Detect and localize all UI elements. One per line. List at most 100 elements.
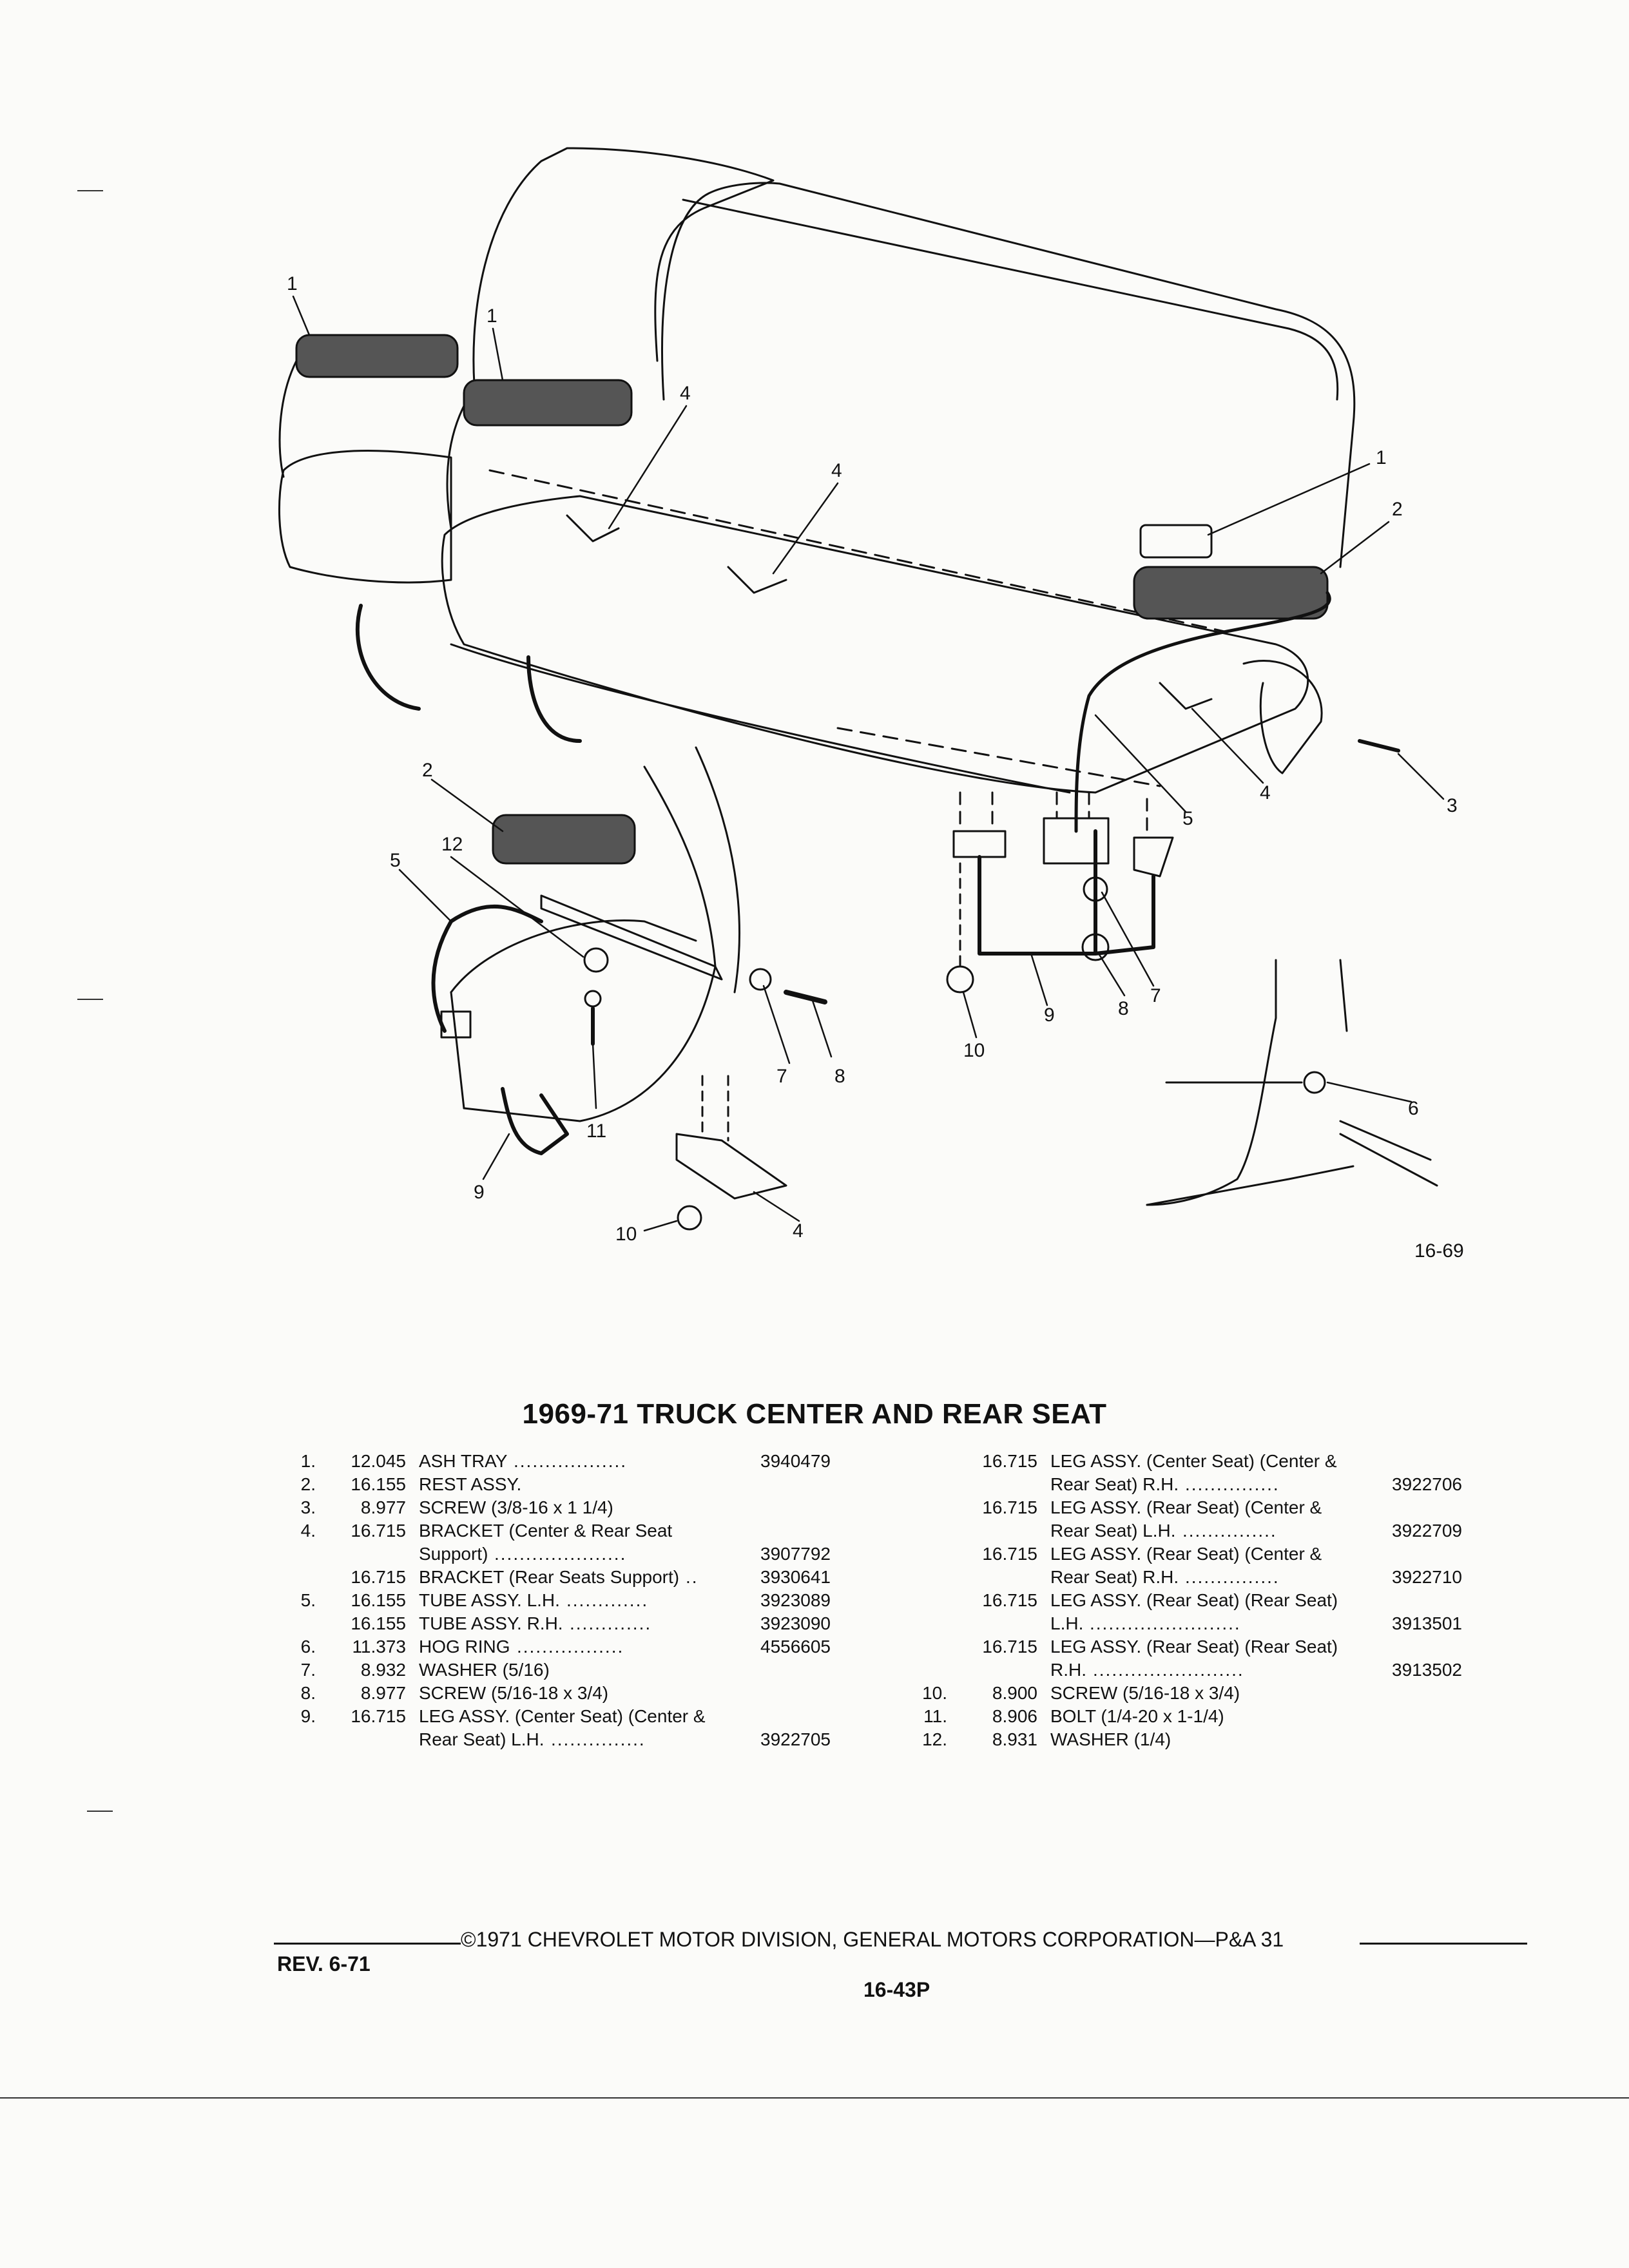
part-description: TUBE ASSY. R.H. bbox=[419, 1613, 563, 1633]
part-number: 4556605 bbox=[760, 1637, 831, 1657]
page-number: 16-43P bbox=[863, 1978, 930, 2001]
rear-seat-cushion bbox=[441, 495, 1309, 794]
parts-list-row: 16.715 LEG ASSY. (Rear Seat) (Rear Seat) bbox=[921, 1635, 1489, 1658]
part-item-number: 7. bbox=[300, 1660, 316, 1680]
leader-dots: .. bbox=[686, 1567, 699, 1587]
part-group-code: 8.932 bbox=[360, 1660, 406, 1680]
part-item-number: 4. bbox=[300, 1521, 316, 1541]
part-description: Rear Seat) L.H. bbox=[419, 1729, 545, 1749]
callout-12: 12 bbox=[441, 834, 463, 855]
part-group-code: 12.045 bbox=[351, 1451, 406, 1471]
callout-10a: 10 bbox=[963, 1040, 985, 1061]
part-description: LEG ASSY. (Rear Seat) (Rear Seat) bbox=[1050, 1637, 1338, 1657]
parts-list-row: 16.715 LEG ASSY. (Center Seat) (Center & bbox=[921, 1450, 1489, 1473]
exploded-seat-diagram: 1 1 1 2 2 3 4 4 4 4 5 5 6 7 7 8 8 9 9 10… bbox=[278, 147, 1458, 1245]
ash-tray-right bbox=[1139, 524, 1213, 559]
part-description: Support) bbox=[419, 1544, 488, 1564]
rear-seat-back bbox=[661, 182, 1356, 568]
parts-list-row: 7. 8.932 WASHER (5/16) bbox=[290, 1658, 857, 1682]
part-group-code: 16.715 bbox=[982, 1451, 1037, 1471]
part-number: 3922710 bbox=[1392, 1567, 1463, 1587]
part-number: 3922709 bbox=[1392, 1521, 1463, 1541]
bottom-scan-edge bbox=[0, 2097, 1629, 2099]
part-item-number: 3. bbox=[300, 1497, 316, 1517]
callout-9b: 9 bbox=[474, 1182, 485, 1203]
part-description: WASHER (5/16) bbox=[419, 1660, 550, 1680]
copyright-line: ©1971 CHEVROLET MOTOR DIVISION, GENERAL … bbox=[461, 1928, 1284, 1951]
revision-label: REV. 6-71 bbox=[277, 1952, 371, 1975]
callout-2a: 2 bbox=[1392, 499, 1403, 520]
callout-5a: 5 bbox=[1182, 808, 1193, 829]
leader-dots: ..................... bbox=[494, 1544, 627, 1564]
armrest-lower-left bbox=[492, 814, 636, 865]
part-description: BOLT (1/4-20 x 1-1/4) bbox=[1050, 1706, 1224, 1726]
part-description: HOG RING bbox=[419, 1637, 510, 1657]
margin-mark bbox=[77, 190, 103, 191]
footer-rule-right bbox=[1360, 1943, 1527, 1945]
part-number: 3923089 bbox=[760, 1590, 831, 1610]
part-description: BRACKET (Rear Seats Support) bbox=[419, 1567, 680, 1587]
parts-list-row: Support)..................... 3907792 bbox=[290, 1542, 857, 1566]
part-description: Rear Seat) R.H. bbox=[1050, 1567, 1179, 1587]
part-item-number: 6. bbox=[300, 1637, 316, 1657]
parts-list-right: 16.715 LEG ASSY. (Center Seat) (Center & R… bbox=[921, 1450, 1489, 1759]
leader-dots: ................. bbox=[517, 1637, 624, 1657]
part-description: R.H. bbox=[1050, 1660, 1086, 1680]
leader-dots: ............. bbox=[570, 1613, 652, 1633]
parts-list-row: Rear Seat) R.H................ 3922710 bbox=[921, 1566, 1489, 1589]
part-description: LEG ASSY. (Rear Seat) (Center & bbox=[1050, 1544, 1322, 1564]
leader-dots: ............... bbox=[1185, 1567, 1280, 1587]
part-group-code: 11.373 bbox=[352, 1637, 406, 1657]
part-description: REST ASSY. bbox=[419, 1474, 522, 1494]
part-group-code: 16.155 bbox=[351, 1590, 406, 1610]
part-description: LEG ASSY. (Center Seat) (Center & bbox=[419, 1706, 706, 1726]
leader-dots: ........................ bbox=[1093, 1660, 1244, 1680]
part-number: 3913501 bbox=[1392, 1613, 1463, 1633]
leader-dots: ........................ bbox=[1090, 1613, 1241, 1633]
leader-dots: ............. bbox=[566, 1590, 649, 1610]
parts-list-row: 6. 11.373 HOG RING................. 4556605 bbox=[290, 1635, 857, 1658]
part-group-code: 8.900 bbox=[992, 1683, 1037, 1703]
part-group-code: 16.715 bbox=[982, 1497, 1037, 1517]
callout-5b: 5 bbox=[390, 850, 401, 871]
leader-dots: ............... bbox=[1182, 1521, 1277, 1541]
part-number: 3913502 bbox=[1392, 1660, 1463, 1680]
part-number: 3940479 bbox=[760, 1451, 831, 1471]
part-number: 3907792 bbox=[760, 1544, 831, 1564]
part-group-code: 16.715 bbox=[351, 1706, 406, 1726]
parts-list-row: R.H......................... 3913502 bbox=[921, 1658, 1489, 1682]
callout-8b: 8 bbox=[834, 1066, 845, 1087]
part-group-code: 8.906 bbox=[992, 1706, 1037, 1726]
leader-dots: ............... bbox=[1185, 1474, 1280, 1494]
callout-4a: 4 bbox=[680, 383, 691, 404]
parts-list-row: Rear Seat) L.H................ 3922709 bbox=[921, 1519, 1489, 1542]
parts-list-row: Rear Seat) L.H................3922705 bbox=[290, 1728, 857, 1751]
part-description: LEG ASSY. (Center Seat) (Center & bbox=[1050, 1451, 1337, 1471]
callout-8a: 8 bbox=[1118, 998, 1129, 1019]
callout-4d: 4 bbox=[793, 1220, 804, 1242]
armrest-right bbox=[1133, 566, 1329, 620]
part-group-code: 8.977 bbox=[360, 1497, 406, 1517]
part-description: Rear Seat) L.H. bbox=[1050, 1521, 1176, 1541]
part-item-number: 8. bbox=[300, 1683, 316, 1703]
margin-mark bbox=[87, 1811, 113, 1812]
part-description: BRACKET (Center & Rear Seat bbox=[419, 1521, 673, 1541]
part-group-code: 16.715 bbox=[982, 1544, 1037, 1564]
page-title: 1969-71 TRUCK CENTER AND REAR SEAT bbox=[522, 1398, 1107, 1430]
callout-2b: 2 bbox=[422, 760, 433, 781]
part-group-code: 16.715 bbox=[982, 1637, 1037, 1657]
part-number: 3922706 bbox=[1392, 1474, 1463, 1494]
figure-number: 16-69 bbox=[1414, 1240, 1464, 1262]
parts-list-row: 16.715 LEG ASSY. (Rear Seat) (Center & bbox=[921, 1542, 1489, 1566]
part-item-number: 2. bbox=[300, 1474, 316, 1494]
callout-labels: 1 1 1 2 2 3 4 4 4 4 5 5 6 7 7 8 8 9 9 10… bbox=[287, 273, 1458, 1245]
callout-11: 11 bbox=[586, 1120, 606, 1142]
parts-list-row: Rear Seat) R.H................3922706 bbox=[921, 1473, 1489, 1496]
callout-4c: 4 bbox=[1260, 782, 1271, 803]
